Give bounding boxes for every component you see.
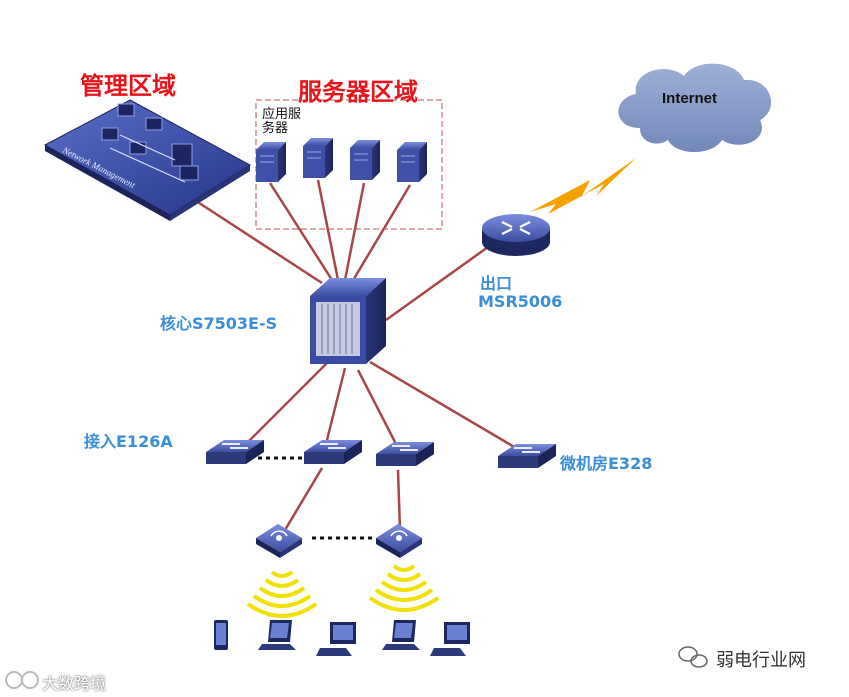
desktop-1-icon <box>316 622 356 656</box>
laptop-1-icon <box>258 620 296 650</box>
access-switch-1-icon <box>206 440 264 464</box>
server-zone-box <box>255 99 443 230</box>
server-4 <box>397 142 427 182</box>
app-server-label: 应用服 务器 <box>262 107 302 136</box>
dotted-links <box>258 456 372 540</box>
access-switch-label: 接入E126A <box>84 432 173 451</box>
core-switch-label: 核心S7503E-S <box>160 314 278 333</box>
link-access2-ap1 <box>283 467 324 531</box>
management-zone-title: 管理区域 <box>80 72 176 100</box>
laptop-2-icon <box>382 620 420 650</box>
micro-room-switch-icon <box>498 444 556 468</box>
access-switch-2-icon <box>304 440 362 464</box>
link-access3-ap2 <box>396 469 402 531</box>
wireless-ap-1-icon <box>256 524 302 558</box>
link-core-micro <box>369 360 517 450</box>
link-server3-core <box>343 182 366 281</box>
tablet-icon <box>214 620 228 650</box>
link-server1-core <box>268 182 334 281</box>
wechat-watermark: 弱电行业网 <box>716 650 806 671</box>
dashuju-watermark: 大数跨境 <box>42 674 107 693</box>
server-1 <box>256 142 286 182</box>
link-mgmt-core <box>189 195 323 285</box>
internet-cloud-icon <box>618 63 772 152</box>
core-switch-icon <box>310 278 386 364</box>
wireless-ap-2-icon <box>376 524 422 558</box>
link-server4-core <box>350 184 412 283</box>
link-core-access3 <box>356 369 398 445</box>
server-3 <box>350 140 380 180</box>
exit-title: 出口 <box>480 274 513 293</box>
link-core-access2 <box>324 367 347 445</box>
exit-router-icon <box>482 214 550 256</box>
network-management-platform: Network Management <box>43 99 251 221</box>
lightning-bolt-icon <box>530 158 636 214</box>
wifi-signal-1-icon <box>246 570 318 618</box>
server-group <box>256 138 427 182</box>
links <box>189 179 517 531</box>
internet-label: Internet <box>662 90 718 107</box>
wechat-icon <box>678 646 708 668</box>
access-switch-3-icon <box>376 442 434 466</box>
exit-model: MSR5006 <box>478 292 563 311</box>
wifi-signal-2-icon <box>368 564 440 612</box>
server-zone-title: 服务器区域 <box>298 78 418 106</box>
dashuju-logo-icon <box>5 671 39 689</box>
link-core-access1 <box>243 361 329 447</box>
micro-room-switch-label: 微机房E328 <box>560 454 653 473</box>
server-2 <box>303 138 333 178</box>
desktop-2-icon <box>430 622 470 656</box>
link-server2-core <box>316 179 340 281</box>
link-core-exit <box>385 245 489 322</box>
